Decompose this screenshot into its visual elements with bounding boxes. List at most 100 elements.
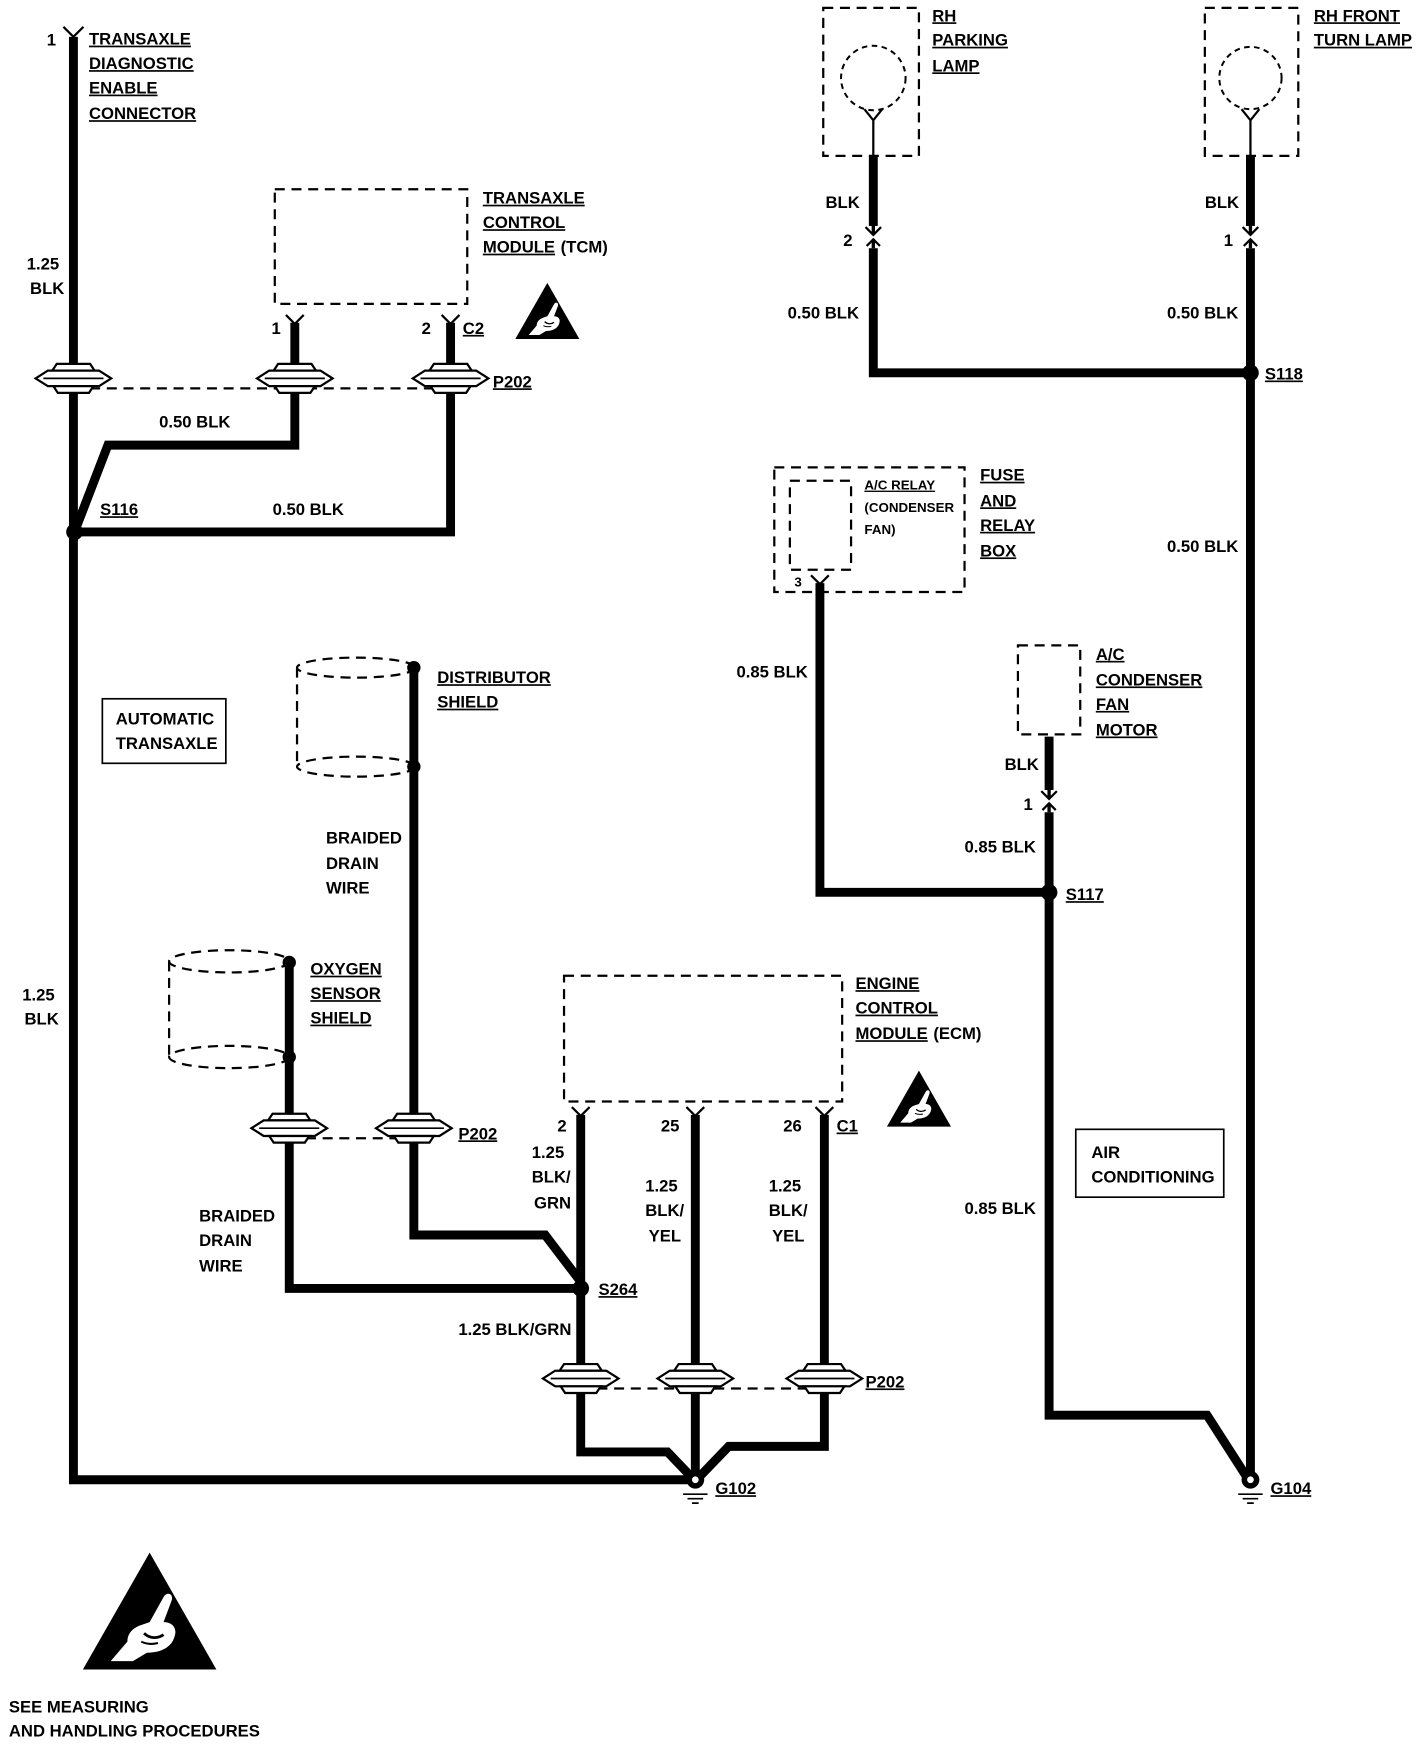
- splice-s117-label: S117: [1066, 885, 1104, 904]
- ac-relay-label: (CONDENSER: [864, 500, 954, 515]
- parking-lamp-label: RH: [932, 6, 956, 25]
- distributor-shield-label: DISTRIBUTOR: [437, 668, 551, 687]
- ac-fan-motor-connector: [1037, 788, 1061, 814]
- ecm-label-line: CONTROL: [856, 999, 938, 1018]
- ecm-pin-label: 26: [783, 1117, 802, 1136]
- air-conditioning-label: CONDITIONING: [1091, 1168, 1214, 1187]
- wire-ac-fan-motor-label: 0.85 BLK: [965, 837, 1036, 856]
- tcm-pin-b: 2: [422, 319, 431, 338]
- esd-note-line: AND HANDLING PROCEDURES: [9, 1722, 260, 1741]
- ac-fan-motor-label: FAN: [1096, 695, 1129, 714]
- parking-lamp-pin: 2: [843, 231, 852, 250]
- ground-g102-label: G102: [715, 1479, 756, 1498]
- rh-parking-lamp: [822, 6, 921, 157]
- esd-warning-icon: [886, 1069, 952, 1128]
- ac-relay-pin: 3: [794, 574, 801, 589]
- splice-s264-dot: [572, 1280, 590, 1297]
- oxygen-shield-top-dot: [282, 955, 296, 970]
- wire-oxygen-drain: [284, 962, 581, 1293]
- distributor-shield-top-dot: [407, 660, 421, 675]
- diagnostic-connector-terminal: [62, 26, 85, 39]
- ground-g104-label: G104: [1270, 1479, 1312, 1498]
- wire-ecm-pin26-label: YEL: [772, 1227, 804, 1246]
- wire-ecm-pin2-label: 1.25: [532, 1143, 564, 1162]
- oxygen-drain-wire-label: BRAIDED: [199, 1207, 275, 1226]
- ac-fan-motor-box: [1016, 644, 1082, 736]
- diagnostic-connector-pin: 1: [47, 31, 56, 50]
- tcm-pin2-terminal: [440, 314, 461, 326]
- wire-ecm-pin2-label: BLK/: [532, 1168, 571, 1187]
- ecm-pin26-terminal: [814, 1106, 835, 1118]
- tcm-pin1-terminal: [285, 314, 305, 326]
- ecm-pin2-terminal: [571, 1106, 591, 1118]
- wire-ecm-pin26: [695, 1114, 829, 1481]
- turn-lamp-lead-label: BLK: [1205, 193, 1239, 212]
- fuse-relay-box-label: RELAY: [980, 516, 1035, 535]
- splice-s116-label: S116: [100, 500, 138, 519]
- tcm-label-line: MODULE (TCM): [483, 238, 608, 257]
- p202-upper-label: P202: [493, 372, 532, 391]
- automatic-transaxle-label: TRANSAXLE: [116, 734, 218, 753]
- esd-note-line: SEE MEASURING: [9, 1697, 149, 1716]
- ac-relay-label: FAN): [864, 522, 895, 537]
- wire-s117-to-g104-label: 0.85 BLK: [965, 1199, 1036, 1218]
- distributor-drain-wire-label: DRAIN: [326, 854, 379, 873]
- ecm-pin-label: 25: [661, 1117, 680, 1136]
- oxygen-drain-wire-label: DRAIN: [199, 1231, 252, 1250]
- oxygen-shield-bottom-dot: [282, 1050, 296, 1064]
- ac-relay-label: A/C RELAY: [864, 478, 935, 493]
- turn-lamp-wire-label: 0.50 BLK: [1167, 303, 1238, 322]
- wire-s118-to-g104-label: 0.50 BLK: [1167, 537, 1238, 556]
- wire-ecm-pin26-label: BLK/: [769, 1201, 808, 1220]
- tcm-box: [273, 188, 469, 305]
- splice-s264-label: S264: [599, 1280, 639, 1299]
- parking-lamp-label: LAMP: [932, 56, 979, 75]
- parking-lamp-lead-label: BLK: [825, 193, 859, 212]
- ac-fan-motor-label: MOTOR: [1096, 720, 1158, 739]
- turn-lamp-label: RH FRONT: [1314, 6, 1400, 25]
- tcm-abbrev: (TCM): [561, 238, 608, 257]
- ecm-label-line: ENGINE: [856, 974, 920, 993]
- wire-gauge-label: 1.25: [22, 985, 54, 1004]
- ac-fan-motor-lead-label: BLK: [1005, 755, 1039, 774]
- diagnostic-connector-label-line: TRANSAXLE: [89, 30, 191, 49]
- tcm-label-line: CONTROL: [483, 213, 565, 232]
- esd-warning-icon: [81, 1551, 218, 1671]
- distributor-drain-wire-label: WIRE: [326, 878, 370, 897]
- splice-s116-dot: [66, 523, 83, 541]
- tcm-label-module: MODULE: [483, 238, 555, 257]
- ecm-pin-label: 2: [557, 1117, 566, 1136]
- oxygen-shield-label: OXYGEN: [310, 960, 381, 979]
- fuse-relay-box-label: FUSE: [980, 466, 1024, 485]
- parking-lamp-wire-label: 0.50 BLK: [788, 303, 859, 322]
- ecm-connector-id: C1: [837, 1117, 858, 1136]
- wire-ecm-pin26-label: 1.25: [769, 1177, 801, 1196]
- ecm-box: [562, 974, 844, 1103]
- wire-ecm-pin2-label: GRN: [534, 1193, 571, 1212]
- ac-fan-motor-label: A/C: [1096, 645, 1125, 664]
- fuse-relay-box-label: AND: [980, 491, 1016, 510]
- splice-s118-label: S118: [1265, 364, 1303, 383]
- wire-distributor-drain: [409, 667, 585, 1285]
- distributor-shield-bottom-dot: [407, 759, 421, 774]
- wire-ecm-pin25-label: BLK/: [645, 1201, 684, 1220]
- tcm-label-line: TRANSAXLE: [483, 189, 585, 208]
- fuse-relay-box-label: BOX: [980, 541, 1016, 560]
- wire-s264-label: 1.25 BLK/GRN: [458, 1320, 571, 1339]
- wire-color-label: BLK: [24, 1010, 58, 1029]
- diagnostic-connector-label-line: ENABLE: [89, 79, 158, 98]
- diagnostic-connector-label-line: DIAGNOSTIC: [89, 54, 194, 73]
- oxygen-sensor-shield: [167, 949, 291, 1070]
- distributor-shield-label: SHIELD: [437, 693, 498, 712]
- wire-gauge-label: 1.25: [27, 254, 59, 273]
- p202-lower-label: P202: [866, 1372, 905, 1391]
- parking-lamp-label: PARKING: [932, 31, 1008, 50]
- oxygen-drain-wire-label: WIRE: [199, 1257, 243, 1276]
- wire-color-label: BLK: [30, 279, 64, 298]
- distributor-shield: [295, 656, 417, 778]
- tcm-connector-id: C2: [463, 319, 484, 338]
- distributor-drain-wire-label: BRAIDED: [326, 828, 402, 847]
- oxygen-shield-label: SENSOR: [310, 984, 380, 1003]
- oxygen-shield-label: SHIELD: [310, 1009, 371, 1028]
- ac-fan-motor-label: CONDENSER: [1096, 670, 1203, 689]
